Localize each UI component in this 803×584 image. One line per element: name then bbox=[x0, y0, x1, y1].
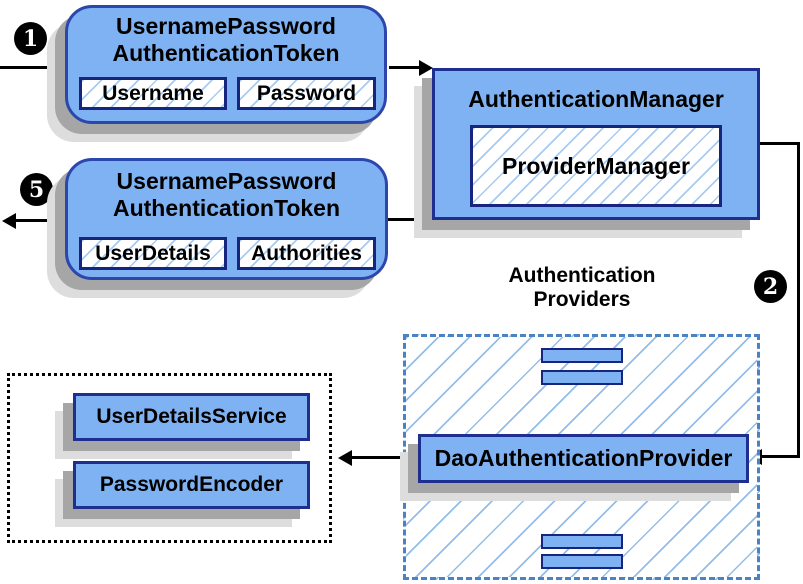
dao-authentication-provider-box: DaoAuthenticationProvider bbox=[418, 434, 749, 483]
step-5-badge: 5 bbox=[20, 173, 53, 206]
connector-step2-top bbox=[757, 142, 800, 145]
connector-provider-to-services bbox=[352, 456, 418, 459]
authentication-providers-heading-line1: Authentication bbox=[508, 264, 656, 287]
arrowhead-into-services-icon bbox=[338, 450, 352, 466]
provider-stack-bar-4 bbox=[541, 554, 623, 569]
arrowhead-into-manager-icon bbox=[419, 60, 433, 76]
authentication-providers-heading: Authentication Providers bbox=[432, 264, 732, 312]
arrowhead-step5-icon bbox=[2, 213, 16, 229]
authentication-manager-title: AuthenticationManager bbox=[468, 86, 724, 112]
response-token-box: UsernamePassword AuthenticationToken Use… bbox=[65, 158, 388, 280]
connector-manager-to-response bbox=[388, 218, 432, 221]
provider-manager-box: ProviderManager bbox=[470, 125, 722, 207]
request-token-title-line1: UsernamePassword bbox=[116, 13, 336, 39]
authentication-manager-box: AuthenticationManager ProviderManager bbox=[432, 68, 760, 220]
response-token-title-line2: AuthenticationToken bbox=[112, 195, 340, 221]
connector-step2-bottom bbox=[762, 455, 800, 458]
authorities-field-box: Authorities bbox=[237, 237, 376, 270]
connector-token-to-manager bbox=[389, 66, 420, 69]
password-encoder-box: PasswordEncoder bbox=[73, 461, 310, 509]
request-token-title: UsernamePassword AuthenticationToken bbox=[68, 13, 384, 67]
step-1-badge: 1 bbox=[14, 22, 47, 55]
username-field-box: Username bbox=[79, 77, 227, 110]
user-details-service-box: UserDetailsService bbox=[73, 393, 310, 441]
provider-stack-bar-2 bbox=[541, 370, 623, 385]
response-token-title: UsernamePassword AuthenticationToken bbox=[68, 168, 385, 222]
request-token-box: UsernamePassword AuthenticationToken Use… bbox=[65, 5, 387, 124]
connector-step1-incoming bbox=[0, 66, 66, 69]
connector-step5-outgoing bbox=[14, 219, 66, 222]
password-field-box: Password bbox=[237, 77, 376, 110]
connector-step2-vertical bbox=[797, 142, 800, 458]
provider-stack-bar-3 bbox=[541, 534, 623, 549]
userdetails-field-box: UserDetails bbox=[79, 237, 227, 270]
authentication-providers-heading-line2: Providers bbox=[533, 288, 631, 311]
response-token-title-line1: UsernamePassword bbox=[116, 168, 337, 194]
request-token-title-line2: AuthenticationToken bbox=[112, 40, 340, 66]
step-2-badge: 2 bbox=[754, 270, 787, 303]
provider-stack-bar-1 bbox=[541, 348, 623, 363]
